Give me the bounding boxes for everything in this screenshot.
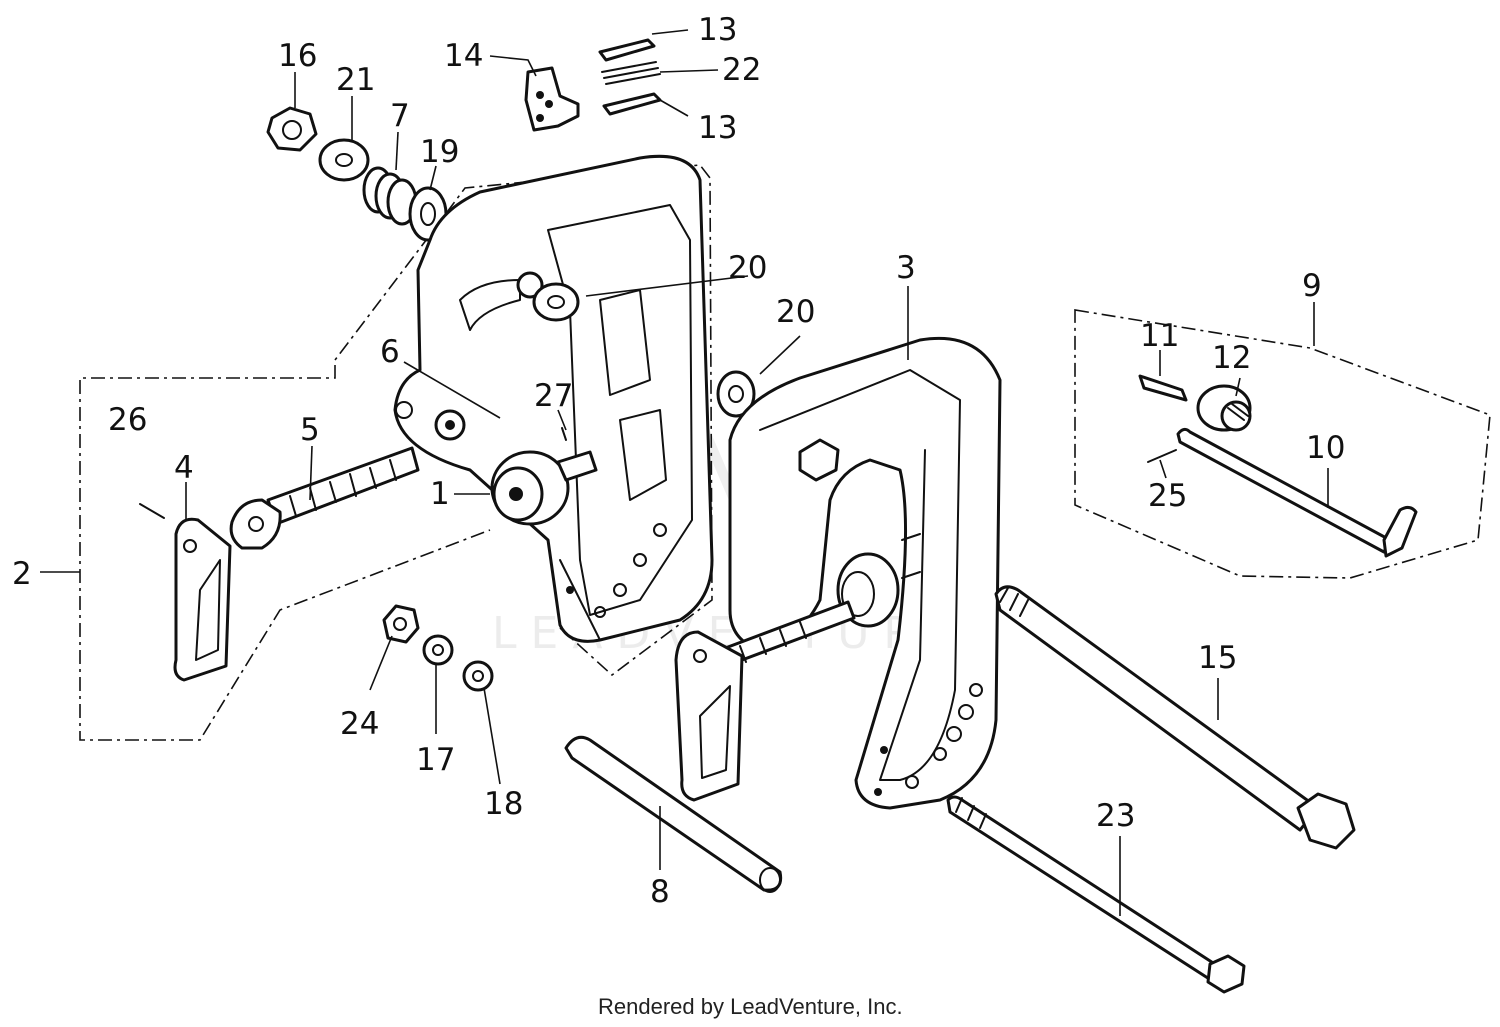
callout-27: 27 [534,378,573,414]
part-22-cotter-pins [601,61,661,85]
part-23-long-bolt [946,795,1246,994]
callouts: 16 21 7 19 14 13 22 13 20 20 3 6 27 1 5 … [12,12,1345,910]
callout-18: 18 [484,786,523,822]
part-21-washer [318,138,370,182]
callout-4: 4 [174,450,194,486]
part-17-washer [422,634,454,666]
callout-19: 19 [420,134,459,170]
callout-9: 9 [1302,268,1322,304]
part-24-nut [382,604,420,644]
part-10-rod [1176,427,1418,558]
callout-26: 26 [108,402,147,438]
callout-12: 12 [1212,340,1251,376]
callout-24: 24 [340,706,379,742]
part-20-washer-upper [532,282,580,322]
part-11-pin [1138,374,1188,402]
callout-22: 22 [722,52,761,88]
footer-credit: Rendered by LeadVenture, Inc. [598,994,903,1019]
callout-8: 8 [650,874,670,910]
part-16-nut [266,106,318,152]
callout-13-top: 13 [698,12,737,48]
lever-right [674,630,744,802]
part-14-plate [524,66,580,132]
part-26-pin [139,503,165,519]
group-outline-2 [79,234,491,741]
callout-2: 2 [12,556,32,592]
callout-7: 7 [390,98,410,134]
callout-1: 1 [430,476,450,512]
callout-11: 11 [1140,318,1179,354]
part-18-washer [462,660,494,692]
part-13-pin-bottom [602,92,662,116]
callout-14: 14 [444,38,483,74]
group-outline-9 [1074,309,1491,579]
callout-17: 17 [416,742,455,778]
part-15-bolt [994,585,1356,850]
part-25-pin [1147,449,1177,463]
callout-20-upper: 20 [728,250,767,286]
part-20-washer-lower [716,370,756,418]
leader-lines [40,29,1329,916]
callout-10: 10 [1306,430,1345,466]
part-7-spring [362,166,418,226]
callout-5: 5 [300,412,320,448]
group-outline-bracket [429,164,713,677]
part-27-pin [556,427,598,482]
part-4-lever [173,517,232,682]
part-5-clamp-screw [229,446,420,550]
callout-16: 16 [278,38,317,74]
callout-13-bottom: 13 [698,110,737,146]
callout-21: 21 [336,62,375,98]
callout-23: 23 [1096,798,1135,834]
part-1-clamp-pad [490,450,570,526]
clamp-pad-right [836,552,900,628]
callout-25: 25 [1148,478,1187,514]
callout-3: 3 [896,250,916,286]
callout-20-lower: 20 [776,294,815,330]
part-3-stern-bracket-right [728,336,1002,810]
callout-6: 6 [380,334,400,370]
callout-15: 15 [1198,640,1237,676]
stern-bracket-left [393,154,714,643]
part-13-pin-top [598,38,656,62]
part-12-knob [1196,384,1252,432]
part-8-rod [564,735,783,893]
